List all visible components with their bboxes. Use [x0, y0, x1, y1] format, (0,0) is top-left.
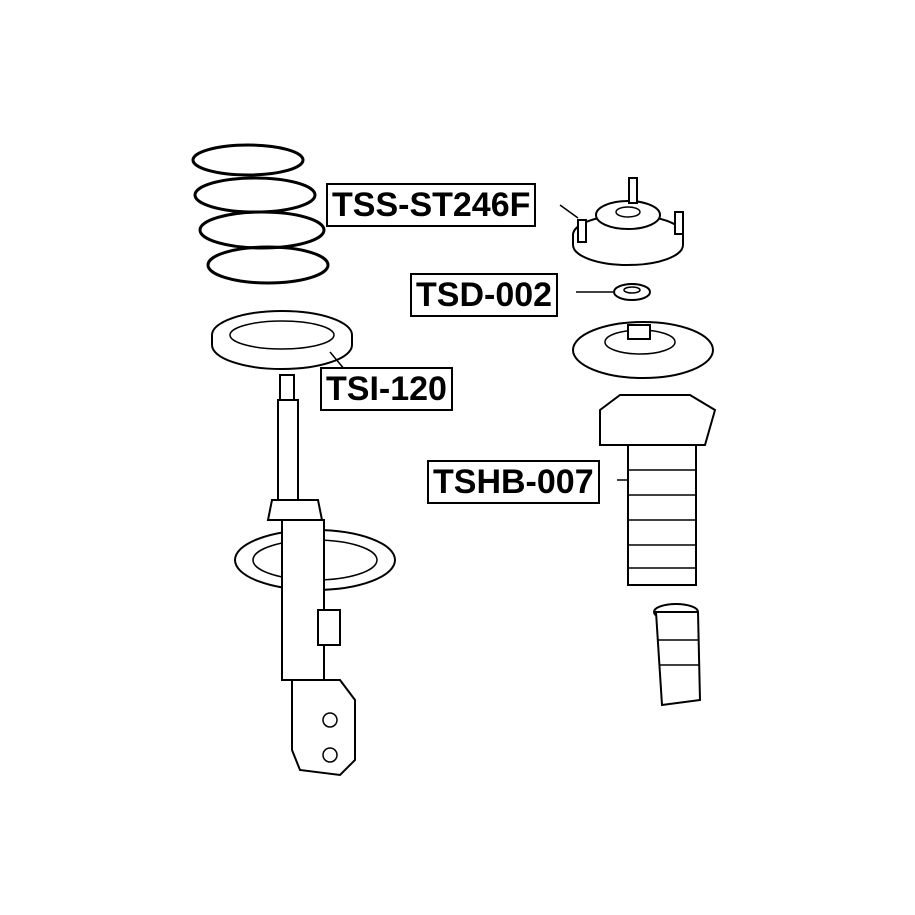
spring-insulator	[211, 310, 353, 371]
part-label-boot: TSHB-007	[427, 460, 600, 504]
upper-spring-seat	[572, 321, 714, 379]
part-label-insulator: TSI-120	[320, 367, 453, 411]
strut-bearing	[576, 283, 651, 301]
part-label-bearing: TSD-002	[410, 273, 559, 317]
bump-stop	[653, 603, 702, 707]
strut-top-mount	[559, 177, 684, 266]
strut-assembly	[234, 374, 396, 777]
part-label-top-mount: TSS-ST246F	[326, 183, 537, 227]
coil-spring	[191, 143, 330, 285]
dust-boot	[599, 394, 717, 586]
